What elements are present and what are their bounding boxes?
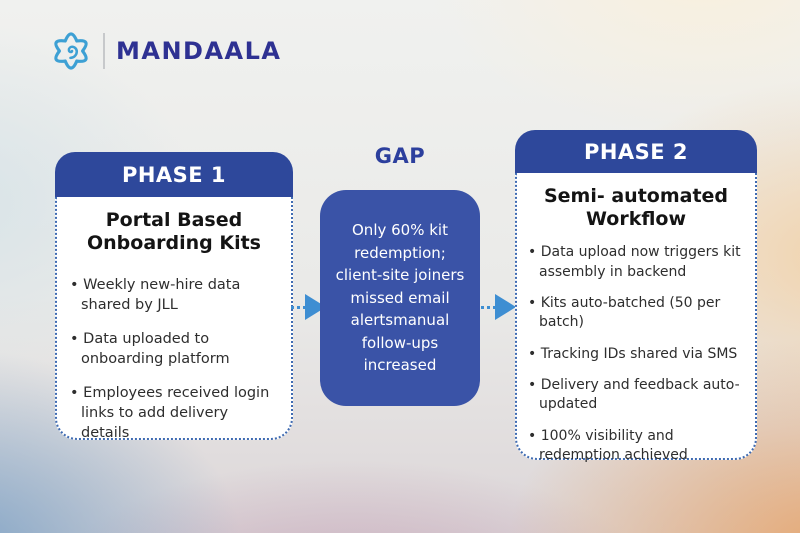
arrow-dotted-line xyxy=(291,305,305,309)
list-item: Data uploaded to onboarding platform xyxy=(70,329,278,369)
flow-arrow-2 xyxy=(481,294,516,320)
phase2-bullet-list: Data upload now triggers kit assembly in… xyxy=(517,243,755,465)
list-item: Kits auto-batched (50 per batch) xyxy=(528,294,744,333)
phase1-title: Portal Based Onboarding Kits xyxy=(86,209,261,255)
list-item: Employees received login links to add de… xyxy=(70,383,278,443)
gap-box: Only 60% kit redemption; client-site joi… xyxy=(320,190,480,406)
list-item: 100% visibility and redemption achieved xyxy=(528,427,744,466)
phase1-header: PHASE 1 xyxy=(55,152,293,197)
phase1-bullet-list: Weekly new-hire data shared by JLL Data u… xyxy=(57,275,291,443)
phase1-card: PHASE 1 Portal Based Onboarding Kits Wee… xyxy=(55,152,293,443)
brand-divider xyxy=(103,33,105,69)
phase2-header: PHASE 2 xyxy=(515,130,757,173)
list-item: Tracking IDs shared via SMS xyxy=(528,345,744,364)
phase2-card: PHASE 2 Semi- automated Workflow Data up… xyxy=(515,130,757,463)
phase2-body: Semi- automated Workflow Data upload now… xyxy=(515,173,757,463)
brand-name: MANDAALA xyxy=(116,37,282,65)
gap-text: Only 60% kit redemption; client-site joi… xyxy=(335,221,465,375)
arrow-head-icon xyxy=(495,294,516,320)
gap-label: GAP xyxy=(374,144,426,168)
list-item: Weekly new-hire data shared by JLL xyxy=(70,275,278,315)
phase2-title: Semi- automated Workflow xyxy=(543,185,729,231)
flower-spiral-logo-icon xyxy=(54,32,88,70)
list-item: Data upload now triggers kit assembly in… xyxy=(528,243,744,282)
list-item: Delivery and feedback auto-updated xyxy=(528,376,744,415)
phase1-body: Portal Based Onboarding Kits Weekly new-… xyxy=(55,197,293,443)
brand-header: MANDAALA xyxy=(50,30,281,72)
arrow-dotted-line xyxy=(481,305,495,309)
